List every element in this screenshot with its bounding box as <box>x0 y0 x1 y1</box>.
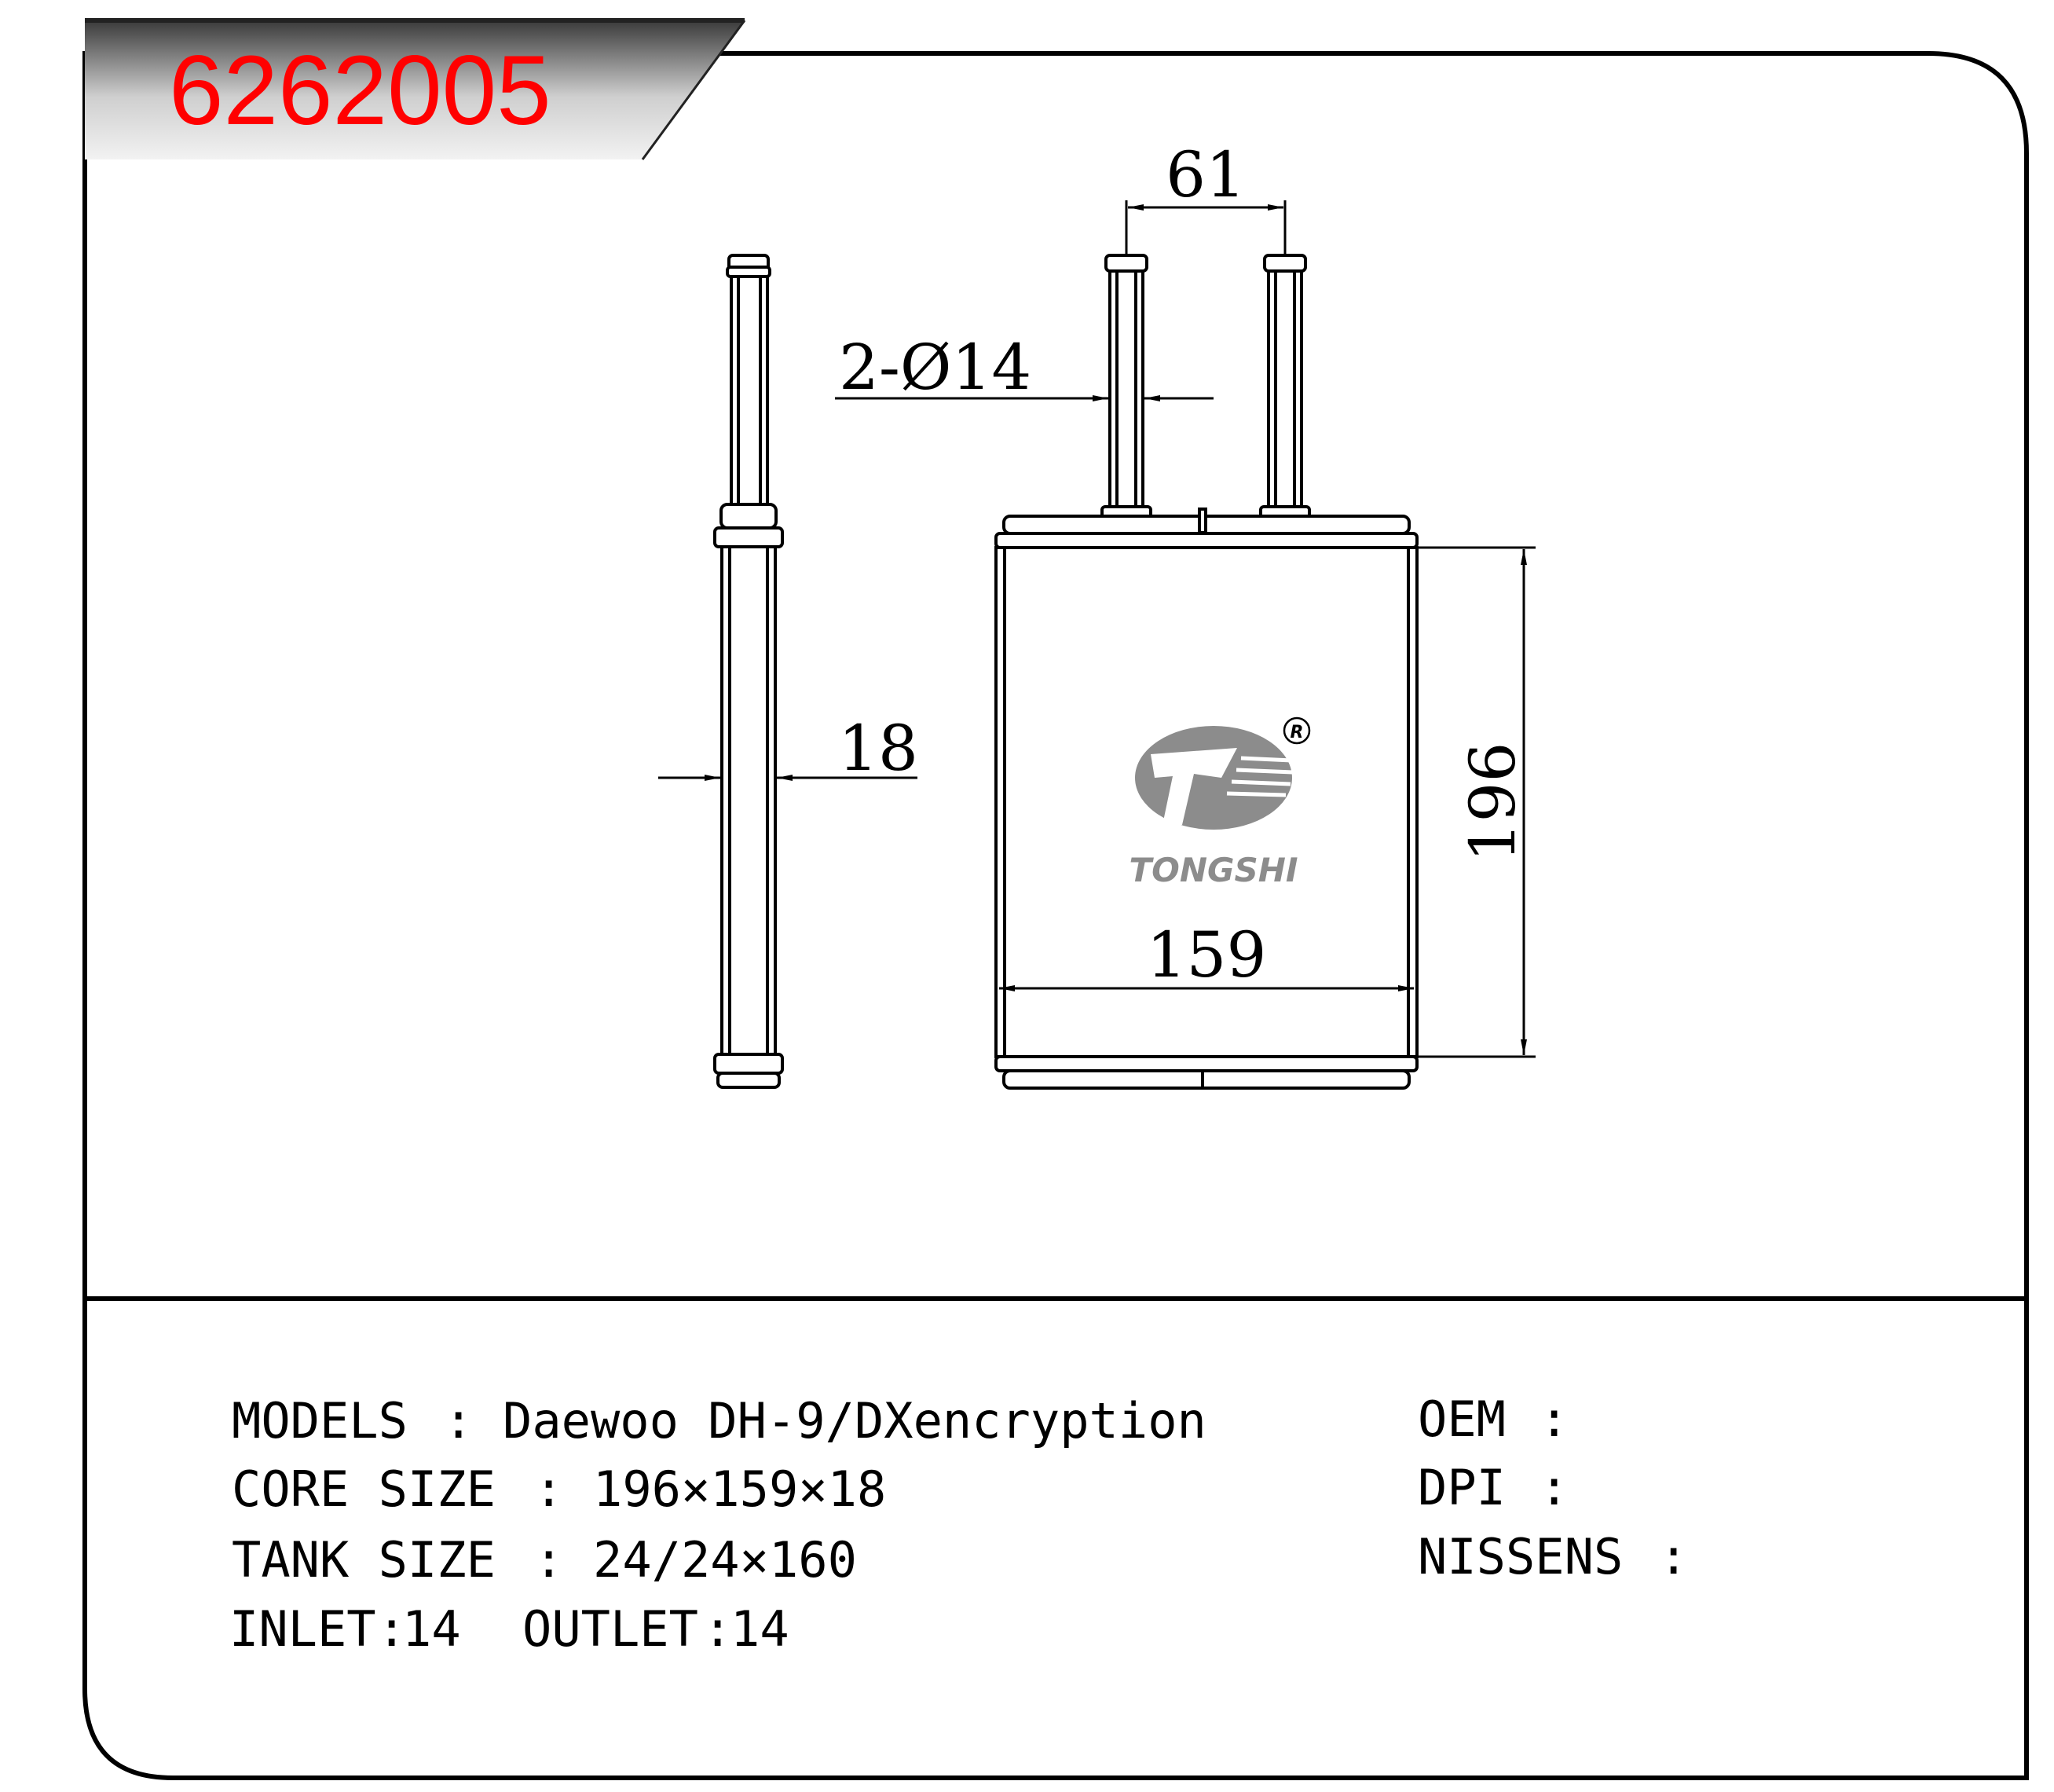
spec-core-size-sep: : <box>534 1460 563 1518</box>
spec-models-value: Daewoo DH-9/DXencryption <box>503 1392 1206 1449</box>
spec-inlet-label: INLET <box>229 1600 376 1658</box>
spec-outlet-sep: : <box>703 1600 732 1658</box>
spec-dpi: DPI : <box>1418 1459 1569 1516</box>
side-view <box>713 254 784 1089</box>
spec-core-size-label: CORE SIZE <box>232 1460 496 1518</box>
spec-tank-size: TANK SIZE : 24/24×160 <box>232 1531 857 1589</box>
spec-models-sep: : <box>444 1392 473 1449</box>
dimension-pipe-diameter-label: 2-Ø14 <box>839 331 1031 404</box>
dimension-core-width-label: 159 <box>1147 918 1267 991</box>
spec-models: MODELS : Daewoo DH-9/DXencryption <box>232 1392 1206 1449</box>
logo-brand-text: TONGSHI <box>1129 851 1298 889</box>
registered-mark: R <box>1291 723 1304 742</box>
spec-nissens-sep: : <box>1659 1528 1688 1585</box>
spec-inlet-outlet: INLET : 14 OUTLET : 14 <box>229 1600 789 1658</box>
specs-block: MODELS : Daewoo DH-9/DXencryption CORE S… <box>229 1391 1688 1658</box>
spec-tank-size-sep: : <box>534 1531 563 1589</box>
spec-nissens: NISSENS : <box>1418 1528 1688 1585</box>
spec-core-size: CORE SIZE : 196×159×18 <box>232 1460 886 1518</box>
spec-tank-size-label: TANK SIZE <box>232 1531 496 1589</box>
sheet-border <box>82 51 2029 1780</box>
spec-oem-label: OEM <box>1418 1391 1506 1448</box>
spec-outlet-value: 14 <box>730 1600 789 1658</box>
dimension-pipe-spacing-label: 61 <box>1166 138 1246 211</box>
spec-inlet-value: 14 <box>402 1600 461 1658</box>
dimension-core-height <box>1419 546 1536 1058</box>
dimension-core-thickness-label: 18 <box>838 712 918 785</box>
spec-oem-sep: : <box>1540 1391 1569 1448</box>
spec-models-label: MODELS <box>232 1392 408 1449</box>
spec-nissens-label: NISSENS <box>1418 1528 1623 1585</box>
spec-outlet-label: OUTLET <box>522 1600 698 1658</box>
dimension-core-height-label: 196 <box>1456 742 1529 863</box>
part-number: 6262005 <box>169 36 551 145</box>
spec-dpi-label: DPI <box>1418 1459 1506 1516</box>
spec-core-size-value: 196×159×18 <box>593 1460 886 1518</box>
spec-dpi-sep: : <box>1540 1459 1569 1516</box>
spec-inlet-sep: : <box>377 1600 406 1658</box>
tongshi-logo: R TONGSHI <box>1129 716 1311 889</box>
dimension-pipe-spacing <box>1125 200 1287 255</box>
part-number-banner: 6262005 <box>85 18 746 160</box>
spec-oem: OEM : <box>1418 1391 1569 1448</box>
spec-tank-size-value: 24/24×160 <box>593 1531 857 1589</box>
